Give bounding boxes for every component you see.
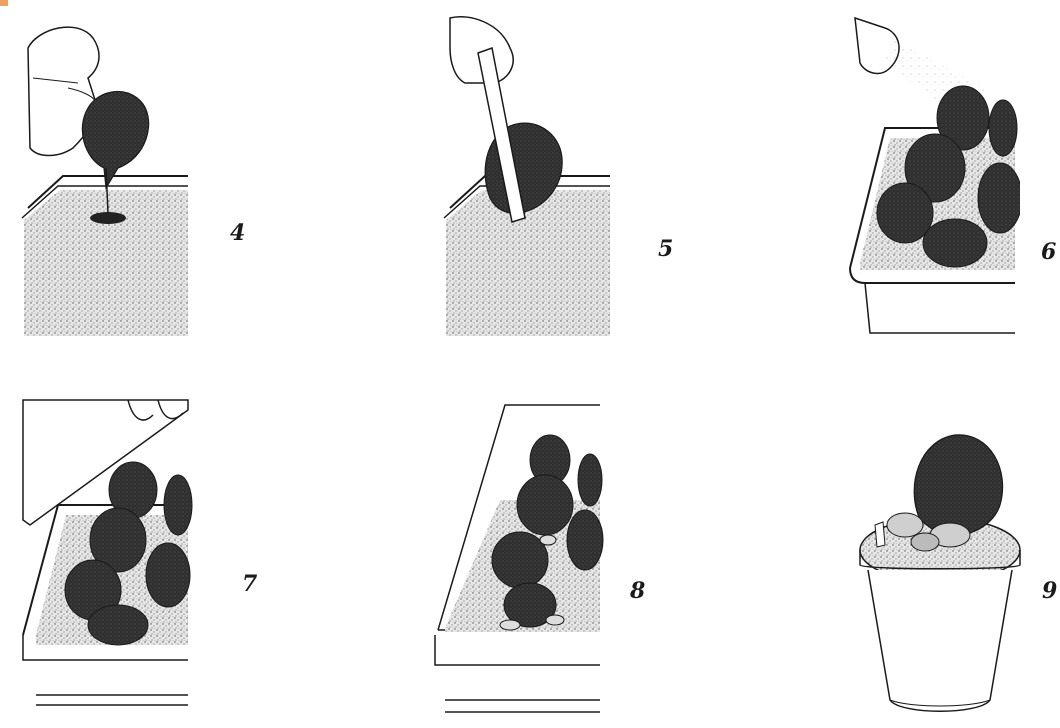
step-number-9: 9 — [1042, 580, 1057, 602]
leaf-shape — [82, 92, 148, 188]
step-4-drawing — [18, 8, 193, 338]
step-4-illustration: 4 — [18, 8, 193, 338]
step-number-5: 5 — [658, 238, 673, 260]
step-8-illustration: 8 — [430, 400, 605, 725]
step-8-drawing — [430, 400, 605, 725]
step-number-7: 7 — [242, 573, 257, 595]
step-5-illustration: 5 — [440, 8, 615, 338]
step-9-drawing — [850, 430, 1025, 720]
step-6-illustration: 6 — [845, 8, 1020, 338]
corner-mark — [0, 0, 8, 6]
step-7-drawing — [18, 395, 193, 725]
step-5-drawing — [440, 8, 615, 338]
step-9-illustration: 9 — [850, 430, 1025, 720]
step-number-6: 6 — [1041, 241, 1056, 263]
step-number-4: 4 — [230, 222, 245, 244]
step-7-illustration: 7 — [18, 395, 193, 725]
step-6-drawing — [845, 8, 1020, 338]
step-number-8: 8 — [630, 580, 645, 602]
